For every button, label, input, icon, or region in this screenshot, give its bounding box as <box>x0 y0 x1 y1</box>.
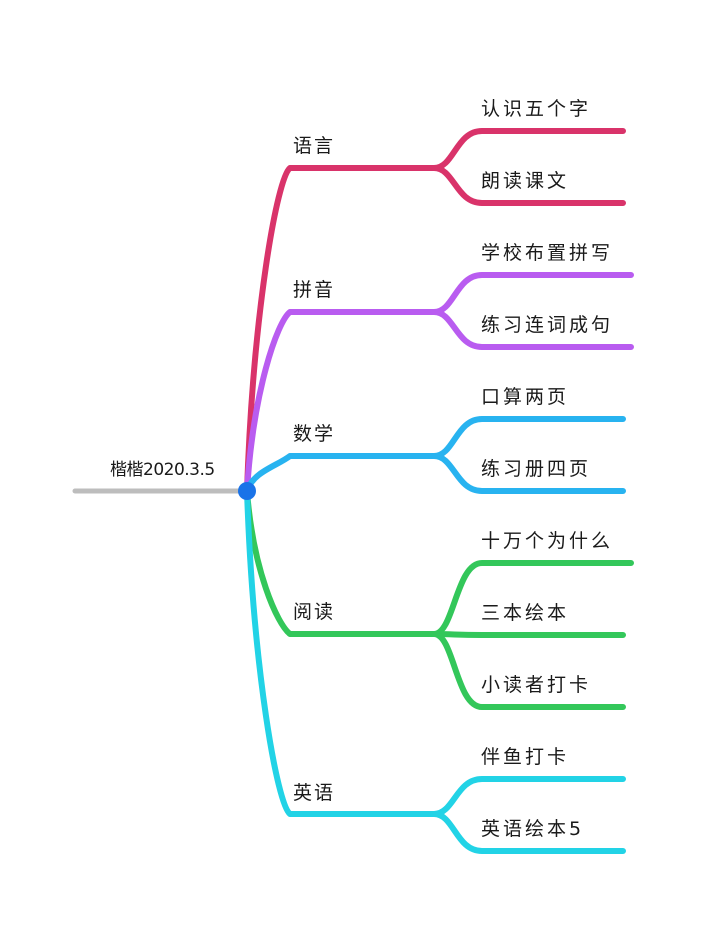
branch-label-0[interactable]: 语言 <box>293 135 336 157</box>
branch-label-1[interactable]: 拼音 <box>293 279 336 301</box>
leaf-line-3-1 <box>431 631 626 638</box>
leaf-label-1-0[interactable]: 学校布置拼写 <box>481 242 614 264</box>
root-hub-dot[interactable] <box>238 482 256 500</box>
leaf-label-4-0[interactable]: 伴鱼打卡 <box>481 746 570 768</box>
leaf-line-4-1 <box>431 811 626 854</box>
root-topic-label[interactable]: 楷楷2020.3.5 <box>110 460 215 480</box>
leaf-line-3-0 <box>431 560 634 637</box>
leaf-line-3-2 <box>431 631 626 710</box>
leaf-label-3-1[interactable]: 三本绘本 <box>481 602 570 624</box>
branch-line-1 <box>244 309 437 494</box>
branch-line-2 <box>244 453 437 494</box>
leaf-label-2-0[interactable]: 口算两页 <box>481 386 570 408</box>
leaf-label-0-1[interactable]: 朗读课文 <box>481 170 570 192</box>
leaf-line-2-0 <box>431 416 626 459</box>
branch-label-3[interactable]: 阅读 <box>293 601 336 623</box>
leaf-label-4-1[interactable]: 英语绘本5 <box>481 818 585 840</box>
leaf-line-1-0 <box>431 272 634 315</box>
branch-line-4 <box>244 488 437 817</box>
leaf-label-3-0[interactable]: 十万个为什么 <box>481 530 614 552</box>
leaf-line-4-0 <box>431 776 626 817</box>
branch-label-2[interactable]: 数学 <box>293 423 336 445</box>
leaf-label-2-1[interactable]: 练习册四页 <box>481 458 592 480</box>
branch-line-0 <box>244 165 437 494</box>
leaf-label-0-0[interactable]: 认识五个字 <box>481 98 592 120</box>
leaf-line-0-1 <box>431 165 626 206</box>
leaf-label-3-2[interactable]: 小读者打卡 <box>481 674 592 696</box>
branch-label-4[interactable]: 英语 <box>293 782 336 804</box>
leaf-line-0-0 <box>431 128 626 171</box>
leaf-line-1-1 <box>431 309 634 350</box>
leaf-label-1-1[interactable]: 练习连词成句 <box>481 314 614 336</box>
branch-line-3 <box>244 488 437 637</box>
leaf-line-2-1 <box>431 453 626 494</box>
